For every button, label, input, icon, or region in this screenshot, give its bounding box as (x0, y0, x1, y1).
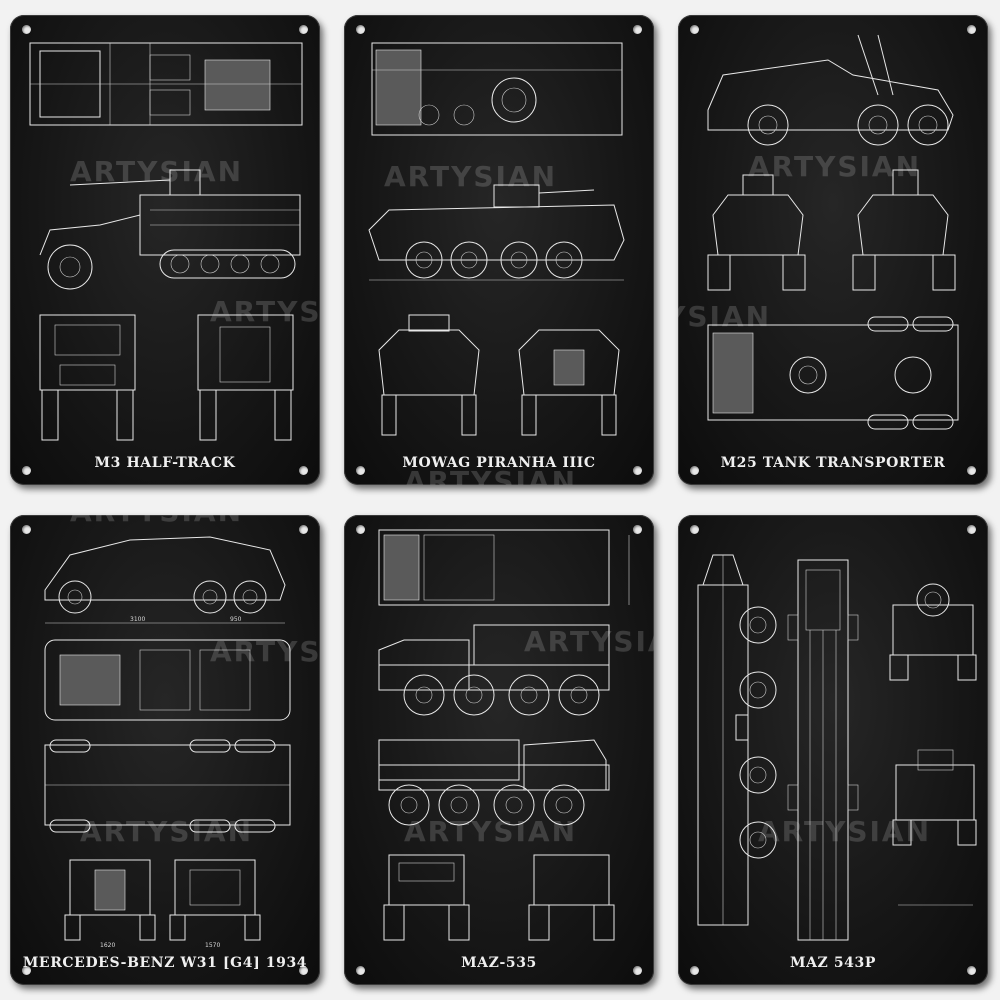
dimension-label: 1570 (205, 942, 220, 949)
poster-maz-535: ARTYSIAN ARTYSIAN ARTYSIAN MAZ-535 (344, 515, 654, 985)
mount-hole (22, 966, 31, 975)
piranha-blueprint-drawing (368, 42, 625, 436)
poster-m3-half-track: ARTYSIAN ARTYSIAN M3 HALF-TRACK (10, 15, 320, 485)
mount-hole (690, 25, 699, 34)
mount-hole (690, 966, 699, 975)
poster-title: M25 TANK TRANSPORTER (720, 455, 946, 471)
m3-blueprint-drawing (29, 42, 303, 441)
poster-mercedes-benz-w31: 3100 950 1620 1570 ARTYSIAN ARTYSIAN ART… (10, 515, 320, 985)
mount-hole (299, 525, 308, 534)
poster-title: MERCEDES-BENZ W31 [G4] 1934 (22, 955, 308, 971)
mount-hole (299, 25, 308, 34)
mount-hole (22, 525, 31, 534)
dimension-label: 3100 (130, 616, 145, 623)
poster-mowag-piranha: ARTYSIAN ARTYSIAN MOWAG PIRANHA IIIC (344, 15, 654, 485)
mount-hole (633, 466, 642, 475)
poster-m25-tank-transporter: ARTYSIAN ARTYSIAN M25 TANK TRANSPORTER (678, 15, 988, 485)
m25-blueprint-drawing (707, 34, 959, 430)
maz535-blueprint-drawing (378, 529, 630, 941)
mount-hole (967, 966, 976, 975)
mount-hole (356, 525, 365, 534)
poster-title: M3 HALF-TRACK (94, 455, 236, 471)
mount-hole (633, 966, 642, 975)
dimension-label: 1620 (100, 942, 115, 949)
mount-hole (967, 25, 976, 34)
mount-hole (967, 525, 976, 534)
poster-maz-543p: ARTYSIAN MAZ 543P (678, 515, 988, 985)
w31-blueprint-drawing: 3100 950 1620 1570 (44, 536, 291, 949)
mount-hole (22, 25, 31, 34)
poster-title: MAZ-535 (461, 955, 537, 971)
mount-hole (633, 25, 642, 34)
mount-hole (690, 525, 699, 534)
mount-hole (22, 466, 31, 475)
mount-hole (356, 966, 365, 975)
mount-hole (967, 466, 976, 475)
dimension-label: 950 (230, 616, 242, 623)
mount-hole (299, 966, 308, 975)
mount-hole (299, 466, 308, 475)
mount-hole (356, 466, 365, 475)
poster-title: MOWAG PIRANHA IIIC (402, 455, 596, 471)
maz543p-blueprint-drawing (697, 554, 977, 941)
mount-hole (356, 25, 365, 34)
poster-title: MAZ 543P (789, 955, 876, 971)
mount-hole (690, 466, 699, 475)
mount-hole (633, 525, 642, 534)
